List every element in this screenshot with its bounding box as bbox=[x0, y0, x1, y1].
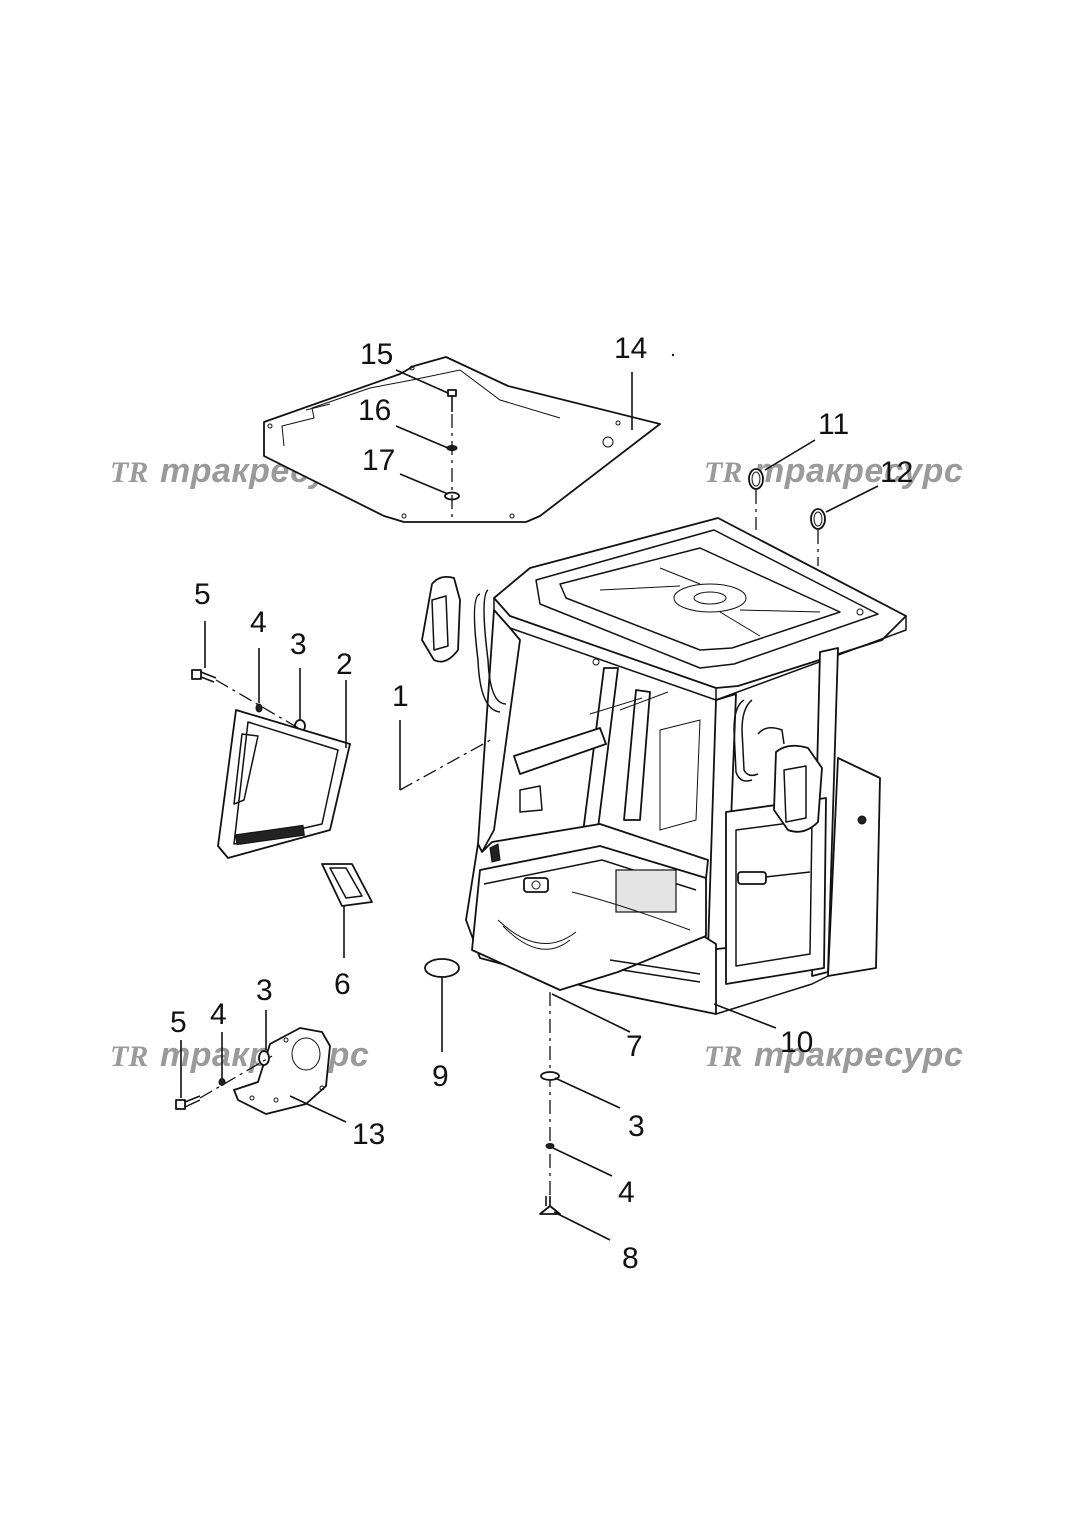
beacon-seal-12 bbox=[810, 508, 826, 530]
bracket-axis bbox=[199, 1055, 273, 1099]
callout-3a: 3 bbox=[290, 628, 307, 661]
wiper-bar bbox=[321, 863, 373, 907]
leader-3c bbox=[554, 1077, 621, 1109]
callout-17: 17 bbox=[362, 444, 395, 477]
watermark-logo: TR bbox=[704, 1040, 742, 1073]
callout-1: 1 bbox=[392, 680, 409, 713]
beacon-seal-11 bbox=[748, 468, 764, 490]
callout-9: 9 bbox=[432, 1060, 449, 1093]
callout-10: 10 bbox=[780, 1026, 813, 1059]
roof-plate bbox=[263, 356, 661, 523]
callout-4c: 4 bbox=[618, 1176, 635, 1209]
lock-washer bbox=[545, 1143, 555, 1149]
callout-4b: 4 bbox=[210, 998, 227, 1031]
washer bbox=[258, 1050, 270, 1066]
callout-2: 2 bbox=[336, 648, 353, 681]
bolt-bottom bbox=[539, 1196, 561, 1215]
cab-axis-1 bbox=[399, 737, 495, 791]
washer bbox=[540, 1071, 560, 1081]
watermark-bottom-right: TR тракресурс bbox=[704, 1036, 963, 1074]
callout-6: 6 bbox=[334, 968, 351, 1001]
callout-5a: 5 bbox=[194, 578, 211, 611]
callout-11: 11 bbox=[818, 408, 849, 441]
watermark-text: тракресурс bbox=[754, 1036, 963, 1074]
watermark-logo: TR bbox=[704, 456, 742, 489]
callout-13: 13 bbox=[352, 1118, 385, 1151]
callout-16: 16 bbox=[358, 394, 391, 427]
callout-15: 15 bbox=[360, 338, 393, 371]
callout-4a: 4 bbox=[250, 606, 267, 639]
callout-3c: 3 bbox=[628, 1110, 645, 1143]
leader-13 bbox=[289, 1095, 347, 1123]
watermark-logo: TR bbox=[110, 456, 148, 489]
leader-17 bbox=[399, 473, 449, 495]
leader-15 bbox=[395, 369, 449, 394]
leader-8 bbox=[553, 1211, 611, 1241]
lock-washer bbox=[255, 703, 263, 713]
callout-12: 12 bbox=[880, 456, 913, 489]
side-window-frame bbox=[217, 709, 351, 859]
leader-16 bbox=[395, 425, 449, 449]
bolt bbox=[175, 1095, 201, 1110]
leader-12 bbox=[825, 485, 879, 513]
bolt bbox=[191, 669, 217, 683]
leader-4c bbox=[552, 1147, 613, 1177]
watermark-bottom-left: TR тракресурс bbox=[110, 1036, 369, 1074]
callout-7: 7 bbox=[626, 1030, 643, 1063]
watermark-top-right: TR тракресурс bbox=[704, 452, 963, 490]
callout-3b: 3 bbox=[256, 974, 273, 1007]
cab-assembly bbox=[421, 517, 907, 1015]
leader-10 bbox=[713, 1003, 777, 1029]
watermark-text: тракресурс bbox=[754, 452, 963, 490]
leader-11 bbox=[764, 439, 816, 471]
stray-dot bbox=[671, 353, 675, 357]
watermark-logo: TR bbox=[110, 1040, 148, 1073]
callout-14: 14 bbox=[614, 332, 647, 365]
callout-5b: 5 bbox=[170, 1006, 187, 1039]
leader-7 bbox=[551, 993, 631, 1033]
callout-8: 8 bbox=[622, 1242, 639, 1275]
plug-cap bbox=[424, 958, 460, 978]
